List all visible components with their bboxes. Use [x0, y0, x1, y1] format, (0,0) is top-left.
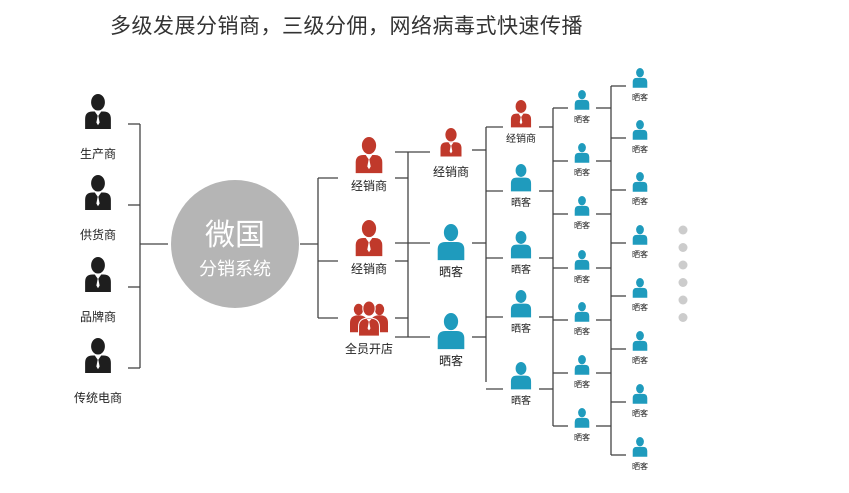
blue-person-icon [510, 290, 532, 318]
ellipsis-dot [678, 225, 688, 235]
blue-person-icon [632, 172, 648, 192]
level1-label: 全员开店 [345, 341, 393, 356]
blue-person-icon [632, 331, 648, 351]
level2-label: 经销商 [433, 164, 469, 179]
level4-label: 晒客 [574, 274, 590, 284]
level4-label: 晒客 [574, 167, 590, 177]
level3-label: 晒客 [511, 322, 531, 335]
blue-person-icon [632, 437, 648, 457]
red-person-icon [440, 128, 462, 157]
level4-label: 晒客 [574, 220, 590, 230]
level5-label: 晒客 [632, 196, 648, 206]
blue-person-icon [574, 355, 590, 375]
hub-title: 微国 [205, 218, 265, 253]
blue-person-icon [574, 408, 590, 428]
blue-person-icon [632, 278, 648, 298]
blue-person-icon [574, 302, 590, 322]
level4-label: 晒客 [574, 379, 590, 389]
level5-label: 晒客 [632, 355, 648, 365]
ellipsis-dot [678, 278, 688, 287]
level3-label: 晒客 [511, 263, 531, 276]
red-person-icon [510, 100, 532, 128]
level2-label: 晒客 [439, 353, 463, 368]
level3-label: 经销商 [506, 132, 536, 145]
red-person-icon [355, 220, 383, 257]
level5-label: 晒客 [632, 408, 648, 418]
blue-person-icon [632, 120, 648, 140]
blue-person-icon [510, 362, 532, 390]
dark-person-icon [85, 175, 111, 210]
level1-label: 经销商 [351, 178, 387, 193]
level2-label: 晒客 [439, 264, 463, 279]
level3-label: 晒客 [511, 196, 531, 209]
ellipsis-dot [678, 260, 688, 270]
blue-person-icon [574, 143, 590, 163]
blue-person-icon [632, 68, 648, 88]
level4-label: 晒客 [574, 326, 590, 336]
blue-person-icon [437, 224, 465, 261]
red-person-icon [355, 137, 383, 174]
level5-label: 晒客 [632, 249, 648, 259]
blue-person-icon [632, 384, 648, 404]
hub-subtitle: 分销系统 [199, 259, 271, 280]
dark-person-icon [85, 338, 111, 373]
ellipsis-dot [678, 243, 688, 252]
supplier-label: 传统电商 [74, 390, 122, 405]
page-title: 多级发展分销商，三级分佣，网络病毒式快速传播 [110, 14, 583, 38]
level1-label: 经销商 [351, 261, 387, 276]
hub-circle [171, 180, 299, 308]
level4-label: 晒客 [574, 114, 590, 124]
supplier-label: 品牌商 [80, 309, 116, 324]
level5-label: 晒客 [632, 92, 648, 102]
level3-label: 晒客 [511, 394, 531, 407]
blue-person-icon [437, 313, 465, 350]
dark-person-icon [85, 94, 111, 129]
blue-person-icon [574, 90, 590, 110]
blue-person-icon [632, 225, 648, 245]
supplier-label: 供货商 [80, 227, 116, 242]
ellipsis-dot [678, 295, 688, 305]
level5-label: 晒客 [632, 461, 648, 471]
blue-person-icon [510, 231, 532, 259]
red-group-icon [350, 300, 388, 337]
level5-label: 晒客 [632, 302, 648, 312]
ellipsis-dot [678, 313, 688, 322]
blue-person-icon [574, 250, 590, 270]
blue-person-icon [574, 196, 590, 216]
supplier-label: 生产商 [80, 146, 116, 161]
dark-person-icon [85, 257, 111, 292]
level4-label: 晒客 [574, 432, 590, 442]
level5-label: 晒客 [632, 144, 648, 154]
blue-person-icon [510, 164, 532, 192]
